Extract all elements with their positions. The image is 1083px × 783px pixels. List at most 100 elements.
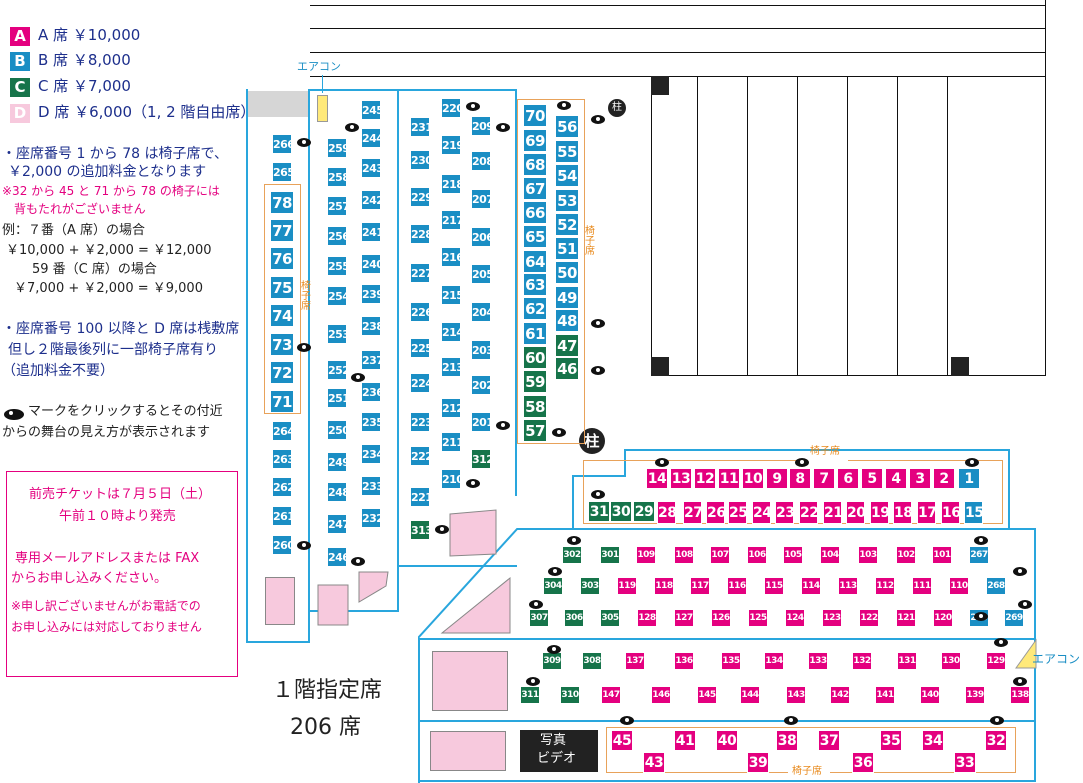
seat-54[interactable]: 54 (555, 164, 579, 187)
seat-217[interactable]: 217 (441, 210, 464, 230)
seat-137[interactable]: 137 (625, 652, 645, 670)
seat-33[interactable]: 33 (954, 752, 976, 773)
seat-67[interactable]: 67 (523, 177, 547, 200)
seat-101[interactable]: 101 (932, 546, 952, 564)
seat-203[interactable]: 203 (471, 340, 494, 360)
view-eye-icon[interactable] (548, 567, 562, 576)
seat-37[interactable]: 37 (818, 730, 840, 751)
seat-210[interactable]: 210 (441, 469, 464, 489)
seat-133[interactable]: 133 (808, 652, 828, 670)
seat-202[interactable]: 202 (471, 375, 494, 395)
seat-219[interactable]: 219 (441, 135, 464, 155)
seat-129[interactable]: 129 (986, 652, 1006, 670)
seat-249[interactable]: 249 (327, 452, 350, 472)
seat-107[interactable]: 107 (710, 546, 730, 564)
seat-112[interactable]: 112 (875, 577, 895, 595)
seat-62[interactable]: 62 (523, 297, 547, 320)
seat-312[interactable]: 312 (471, 449, 494, 469)
seat-239[interactable]: 239 (361, 284, 384, 304)
view-eye-icon[interactable] (297, 541, 311, 550)
seat-49[interactable]: 49 (555, 286, 579, 309)
view-eye-icon[interactable] (547, 645, 561, 654)
seat-77[interactable]: 77 (270, 219, 294, 242)
seat-303[interactable]: 303 (580, 577, 600, 595)
seat-251[interactable]: 251 (327, 388, 350, 408)
seat-301[interactable]: 301 (600, 546, 620, 564)
seat-25[interactable]: 25 (728, 501, 748, 524)
view-eye-icon[interactable] (345, 123, 359, 132)
seat-144[interactable]: 144 (740, 686, 760, 704)
seat-24[interactable]: 24 (752, 501, 772, 524)
seat-306[interactable]: 306 (564, 609, 584, 627)
seat-50[interactable]: 50 (555, 261, 579, 284)
seat-21[interactable]: 21 (823, 501, 843, 524)
seat-13[interactable]: 13 (670, 468, 692, 489)
seat-147[interactable]: 147 (601, 686, 621, 704)
seat-214[interactable]: 214 (441, 322, 464, 342)
seat-267[interactable]: 267 (969, 546, 989, 564)
seat-213[interactable]: 213 (441, 357, 464, 377)
seat-142[interactable]: 142 (830, 686, 850, 704)
seat-56[interactable]: 56 (555, 115, 579, 138)
seat-75[interactable]: 75 (270, 276, 294, 299)
seat-68[interactable]: 68 (523, 153, 547, 176)
seat-245[interactable]: 245 (361, 100, 384, 120)
seat-126[interactable]: 126 (711, 609, 731, 627)
seat-32[interactable]: 32 (985, 730, 1007, 751)
seat-29[interactable]: 29 (633, 501, 655, 522)
view-eye-icon[interactable] (297, 138, 311, 147)
seat-63[interactable]: 63 (523, 273, 547, 296)
view-eye-icon[interactable] (591, 115, 605, 124)
seat-8[interactable]: 8 (789, 468, 811, 489)
seat-250[interactable]: 250 (327, 420, 350, 440)
view-eye-icon[interactable] (297, 343, 311, 352)
seat-55[interactable]: 55 (555, 140, 579, 163)
seat-246[interactable]: 246 (327, 547, 350, 567)
seat-260[interactable]: 260 (272, 535, 295, 555)
seat-255[interactable]: 255 (327, 256, 350, 276)
view-eye-icon[interactable] (620, 716, 634, 725)
seat-73[interactable]: 73 (270, 333, 294, 356)
seat-268[interactable]: 268 (986, 577, 1006, 595)
seat-1[interactable]: 1 (958, 468, 980, 489)
seat-76[interactable]: 76 (270, 247, 294, 270)
seat-130[interactable]: 130 (941, 652, 961, 670)
d-seat-area[interactable] (265, 577, 295, 625)
seat-121[interactable]: 121 (896, 609, 916, 627)
seat-242[interactable]: 242 (361, 190, 384, 210)
seat-117[interactable]: 117 (690, 577, 710, 595)
seat-124[interactable]: 124 (785, 609, 805, 627)
seat-266[interactable]: 266 (272, 134, 295, 154)
seat-58[interactable]: 58 (523, 395, 547, 418)
seat-43[interactable]: 43 (643, 752, 665, 773)
seat-19[interactable]: 19 (870, 501, 890, 524)
seat-9[interactable]: 9 (766, 468, 788, 489)
d-seat-area[interactable] (448, 508, 500, 560)
seat-238[interactable]: 238 (361, 316, 384, 336)
view-eye-icon[interactable] (435, 525, 449, 534)
view-eye-icon[interactable] (974, 536, 988, 545)
view-eye-icon[interactable] (591, 366, 605, 375)
seat-41[interactable]: 41 (674, 730, 696, 751)
seat-145[interactable]: 145 (697, 686, 717, 704)
seat-52[interactable]: 52 (555, 213, 579, 236)
seat-12[interactable]: 12 (694, 468, 716, 489)
seat-228[interactable]: 228 (410, 224, 433, 244)
seat-132[interactable]: 132 (852, 652, 872, 670)
seat-234[interactable]: 234 (361, 444, 384, 464)
seat-205[interactable]: 205 (471, 264, 494, 284)
seat-305[interactable]: 305 (600, 609, 620, 627)
seat-108[interactable]: 108 (674, 546, 694, 564)
seat-106[interactable]: 106 (747, 546, 767, 564)
seat-78[interactable]: 78 (270, 191, 294, 214)
seat-119[interactable]: 119 (617, 577, 637, 595)
view-eye-icon[interactable] (591, 490, 605, 499)
seat-113[interactable]: 113 (838, 577, 858, 595)
seat-248[interactable]: 248 (327, 482, 350, 502)
seat-66[interactable]: 66 (523, 201, 547, 224)
view-eye-icon[interactable] (591, 319, 605, 328)
seat-22[interactable]: 22 (799, 501, 819, 524)
seat-15[interactable]: 15 (964, 501, 984, 524)
seat-230[interactable]: 230 (410, 150, 433, 170)
view-eye-icon[interactable] (990, 716, 1004, 725)
